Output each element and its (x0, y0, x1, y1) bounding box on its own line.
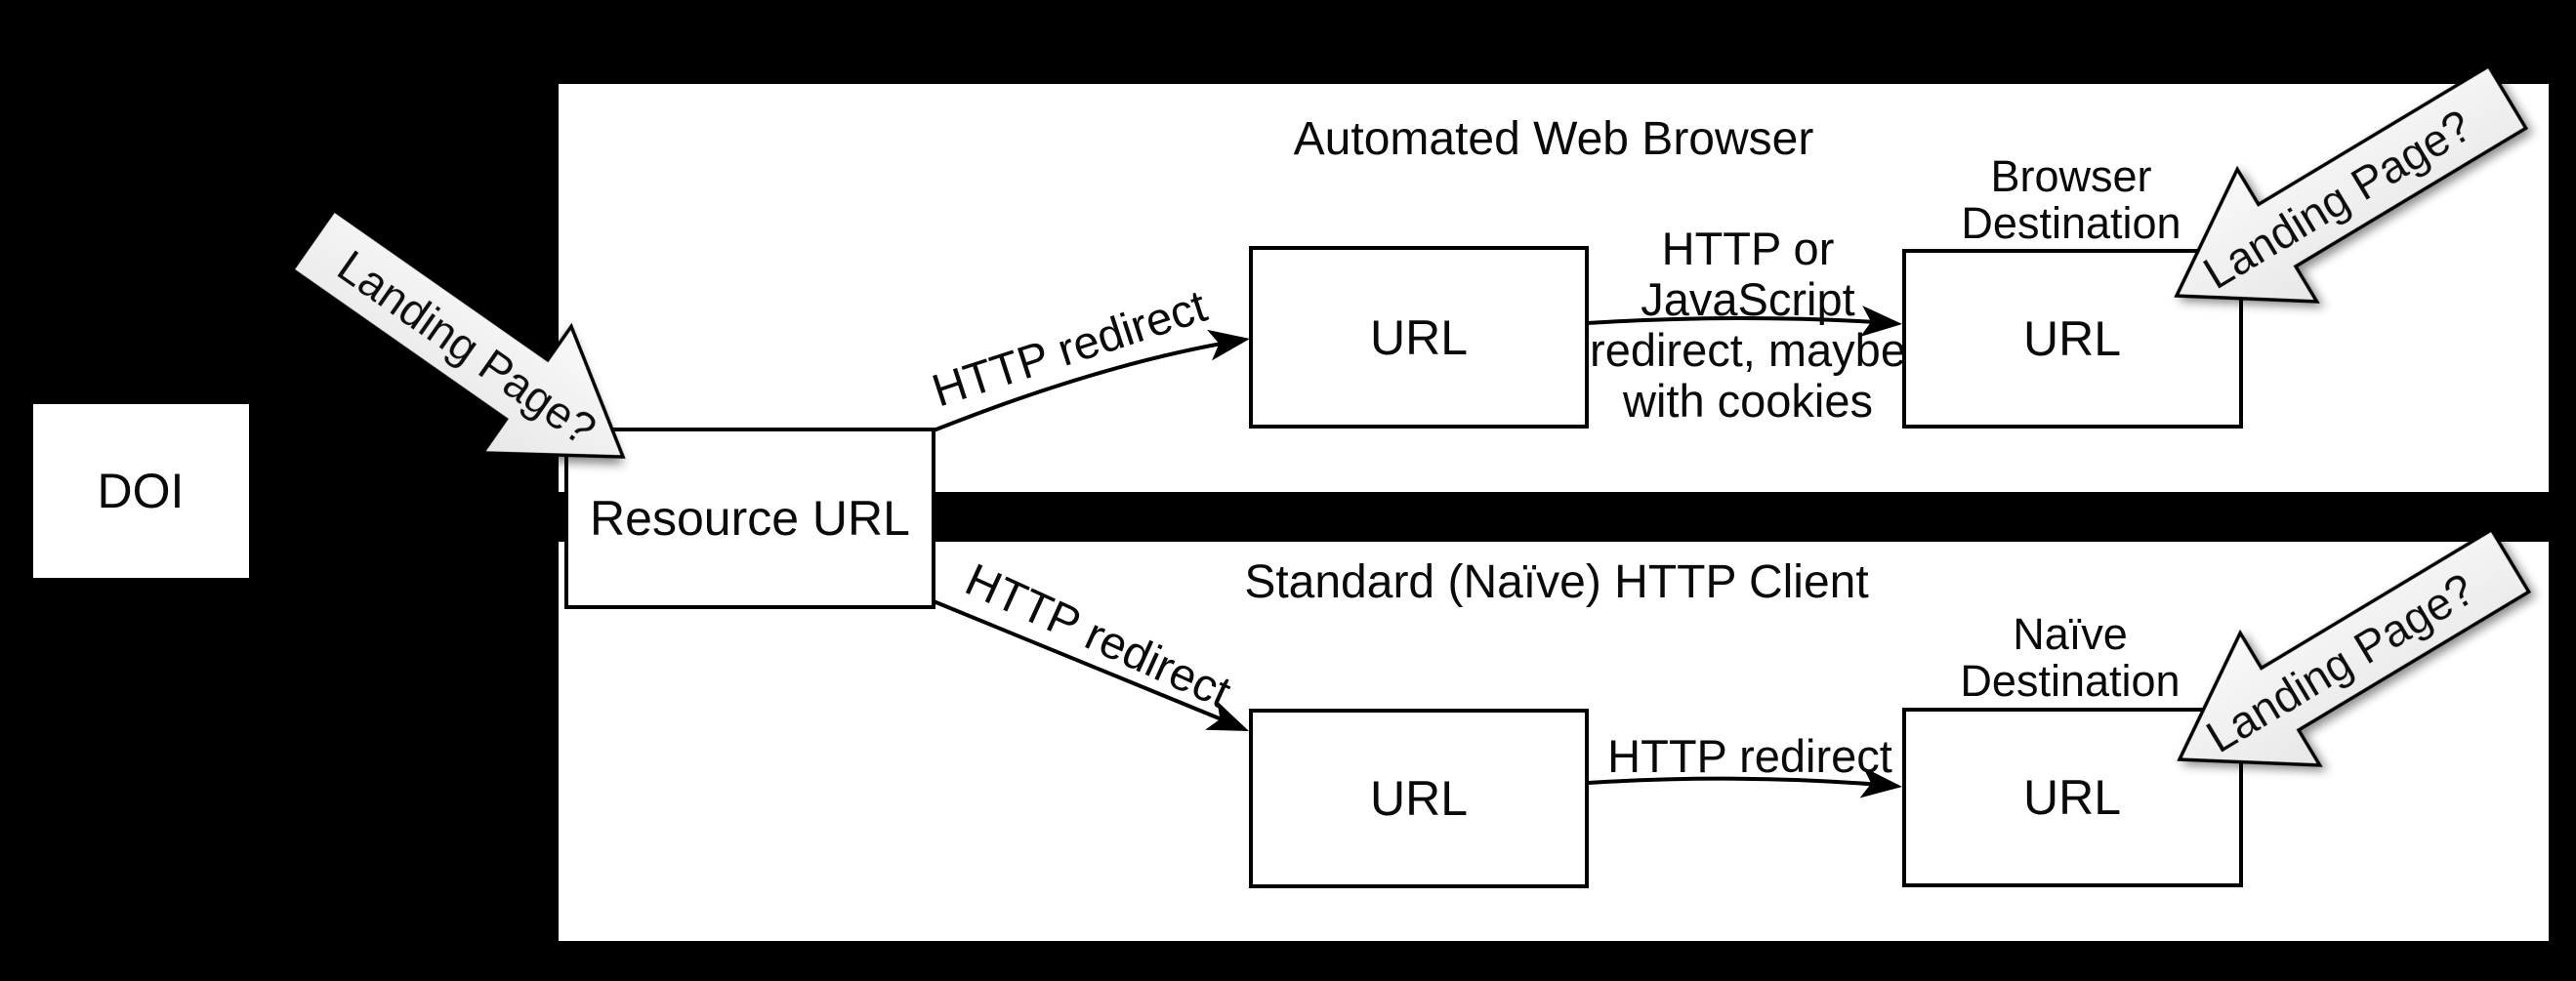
automated-browser-panel-title: Automated Web Browser (1294, 113, 1814, 165)
browser-mid-url-box (1249, 246, 1589, 429)
browser-destination-url-box-label: URL (2023, 311, 2121, 366)
redirect-arrowhead-bottom-right-icon (1859, 766, 1902, 798)
landing-page-arrow-top-right-shape-icon (2174, 63, 2529, 304)
naive-client-panel-title: Standard (Naïve) HTTP Client (1244, 556, 1868, 608)
landing-page-arrow-left-shape-icon (290, 208, 626, 459)
resource-url-box-label: Resource URL (590, 491, 910, 546)
http-javascript-redirect-label-line2: JavaScript (1641, 273, 1854, 325)
naive-mid-url-box-label: URL (1370, 771, 1468, 826)
redirect-arrow-top-right (1586, 316, 1893, 325)
http-javascript-redirect-label-line4: with cookies (1622, 375, 1873, 427)
redirect-arrowhead-top-right-icon (1859, 306, 1902, 338)
naive-destination-caption-line2: Destination (1960, 656, 2180, 706)
http-redirect-label-bottom-right: HTTP redirect (1607, 730, 1892, 782)
redirect-arrow-bottom-right (1587, 776, 1893, 788)
http-javascript-redirect-label: HTTP or JavaScript redirect, maybe with … (1590, 223, 1906, 427)
naive-destination-caption-line1: Naïve (2013, 609, 2128, 659)
naive-destination-url-box-label: URL (2023, 770, 2121, 825)
redirect-arrowhead-top-left-icon (1207, 329, 1250, 361)
naive-mid-url-box (1249, 709, 1589, 888)
redirect-arrow-top-left (933, 339, 1239, 432)
redirect-arrowhead-bottom-left-icon (1205, 701, 1249, 731)
redirect-arrow-bottom-left (933, 599, 1239, 728)
naive-destination-url-box (1902, 708, 2243, 887)
browser-destination-caption-line1: Browser (1990, 151, 2151, 201)
http-javascript-redirect-label-line3: redirect, maybe (1590, 324, 1906, 376)
landing-page-arrow-bottom-right-shape-icon (2177, 527, 2532, 767)
browser-destination-caption-line2: Destination (1961, 198, 2181, 248)
doi-box-label: DOI (98, 464, 185, 518)
http-javascript-redirect-label-line1: HTTP or (1662, 223, 1835, 274)
resource-url-box (564, 428, 935, 609)
doi-box (33, 404, 249, 578)
browser-mid-url-box-label: URL (1370, 310, 1468, 365)
